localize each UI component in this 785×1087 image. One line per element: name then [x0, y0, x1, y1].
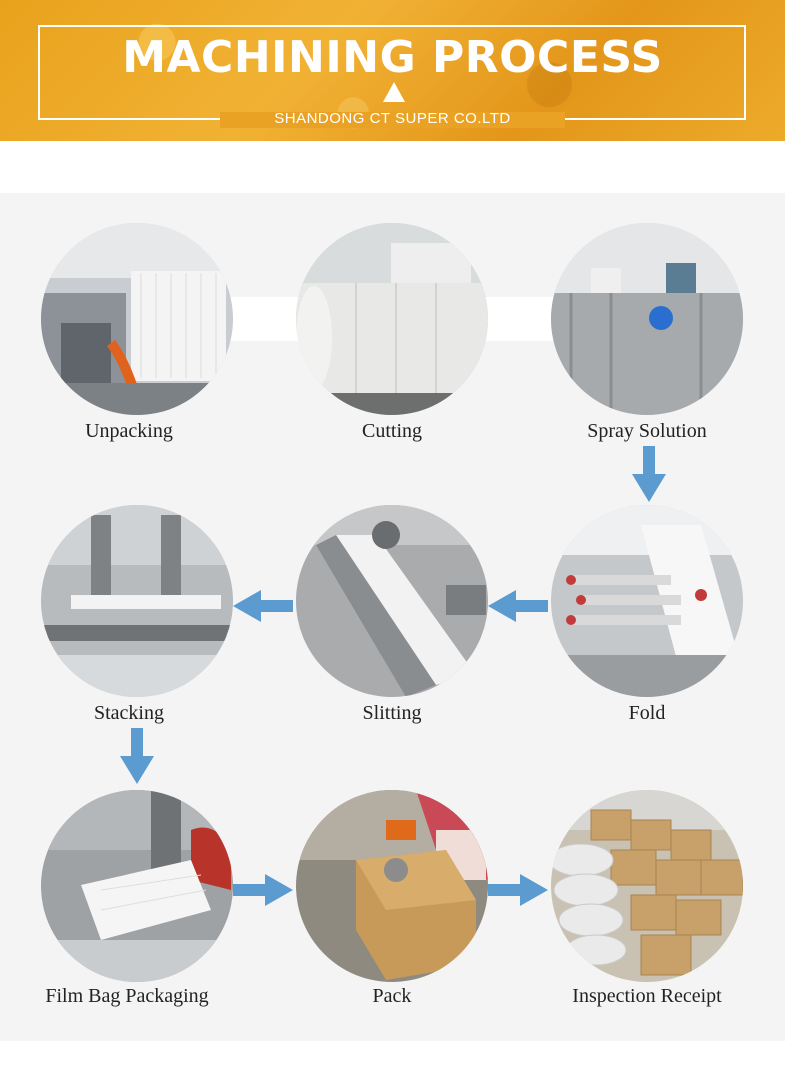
arrow-left-icon	[233, 590, 293, 622]
stacking-machine-photo	[41, 505, 233, 697]
arrow-right-icon	[233, 874, 293, 906]
unpacking-machine-photo	[41, 223, 233, 415]
arrow-right-icon	[488, 874, 548, 906]
company-name: SHANDONG CT SUPER CO.LTD	[274, 110, 511, 127]
folding-rollers-photo	[551, 505, 743, 697]
triangle-up-icon	[383, 82, 405, 102]
step-label-stacking: Stacking	[94, 702, 164, 724]
step-label-pack: Pack	[372, 985, 412, 1007]
paper-roll-photo	[296, 223, 488, 415]
film-bag-packaging-photo	[41, 790, 233, 982]
step-label-slitting: Slitting	[362, 702, 422, 724]
arrow-down-icon	[632, 446, 666, 502]
step-label-cutting: Cutting	[361, 420, 422, 442]
spray-tank-photo	[551, 223, 743, 415]
page-title: MACHINING PROCESS	[122, 32, 663, 83]
arrow-down-icon	[120, 728, 154, 784]
step-label-unpacking: Unpacking	[85, 420, 173, 442]
arrow-left-icon	[488, 590, 548, 622]
step-label-spray-solution: Spray Solution	[587, 420, 707, 442]
box-packing-photo	[296, 790, 488, 982]
step-label-inspection-receipt: Inspection Receipt	[572, 985, 722, 1007]
step-label-fold: Fold	[628, 702, 666, 724]
step-label-film-bag-packaging: Film Bag Packaging	[45, 985, 209, 1007]
slitting-machine-photo	[296, 505, 488, 697]
header-banner: MACHINING PROCESS SHANDONG CT SUPER CO.L…	[0, 0, 785, 141]
warehouse-boxes-photo	[551, 790, 743, 982]
